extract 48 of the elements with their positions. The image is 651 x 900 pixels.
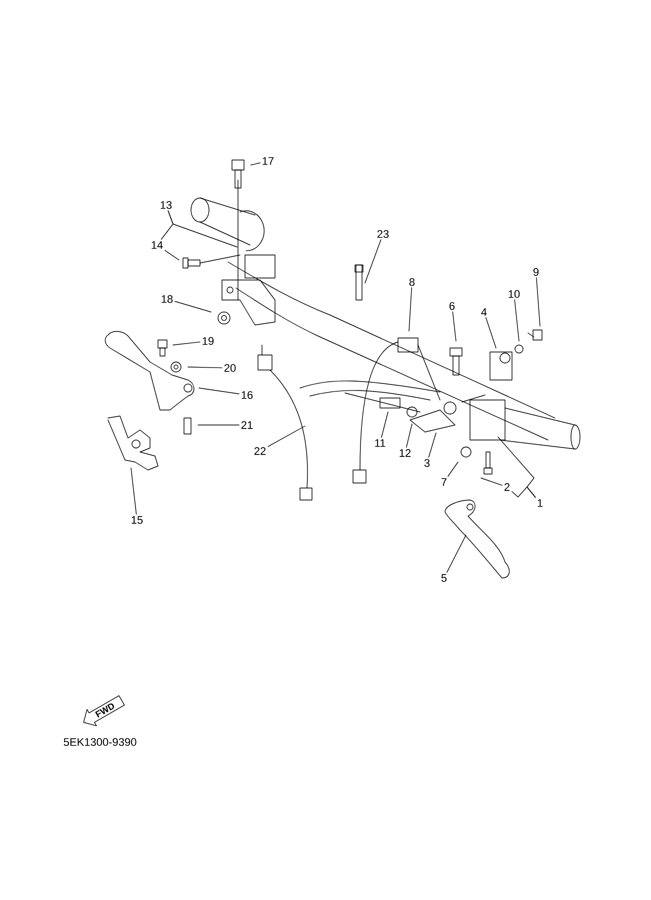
leader-line xyxy=(448,462,458,477)
leader-line xyxy=(428,432,436,458)
callout-number: 12 xyxy=(400,449,411,457)
callout-number: 15 xyxy=(132,516,143,524)
callout-number: 23 xyxy=(377,230,389,238)
callout-number: 14 xyxy=(152,241,163,249)
leader-line xyxy=(364,239,382,284)
leader-line xyxy=(408,287,412,332)
leader-line xyxy=(452,311,456,342)
leader-line xyxy=(164,250,180,260)
leader-line xyxy=(130,468,137,515)
callout-number: 18 xyxy=(162,295,173,303)
callout-number: 8 xyxy=(409,278,415,286)
part-code: 5EK1300-9390 xyxy=(64,738,136,746)
leader-line xyxy=(160,210,174,240)
leader-line xyxy=(406,424,412,448)
callout-number: 2 xyxy=(504,483,510,491)
leader-line xyxy=(268,426,306,447)
leader-line xyxy=(198,424,240,426)
callout-number: 13 xyxy=(160,201,172,209)
callout-number: 17 xyxy=(262,157,274,165)
leader-line xyxy=(446,534,466,573)
leader-line xyxy=(514,299,520,342)
callout-number: 6 xyxy=(450,302,455,310)
callout-number: 22 xyxy=(254,447,266,455)
leader-line xyxy=(250,162,260,166)
callout-number: 7 xyxy=(442,478,447,486)
callout-number: 4 xyxy=(481,308,487,316)
leader-line xyxy=(174,301,212,312)
callout-number: 5 xyxy=(441,574,447,582)
leader-line xyxy=(480,478,502,486)
leader-line xyxy=(381,412,388,438)
callout-number: 21 xyxy=(241,421,253,429)
callout-number: 1 xyxy=(538,499,543,507)
callout-number: 11 xyxy=(375,439,386,447)
callout-number: 16 xyxy=(242,391,253,399)
callout-number: 3 xyxy=(424,459,430,467)
leader-line xyxy=(536,277,540,326)
callout-number: 10 xyxy=(508,290,520,298)
leader-line xyxy=(172,342,200,346)
callout-number: 9 xyxy=(533,268,539,276)
callout-number: 19 xyxy=(202,337,214,345)
leader-line xyxy=(512,486,536,498)
leader-line xyxy=(188,366,222,368)
leader-line xyxy=(198,388,240,394)
leader-line xyxy=(498,436,536,498)
callout-number: 20 xyxy=(224,364,236,372)
leader-line xyxy=(486,317,496,348)
